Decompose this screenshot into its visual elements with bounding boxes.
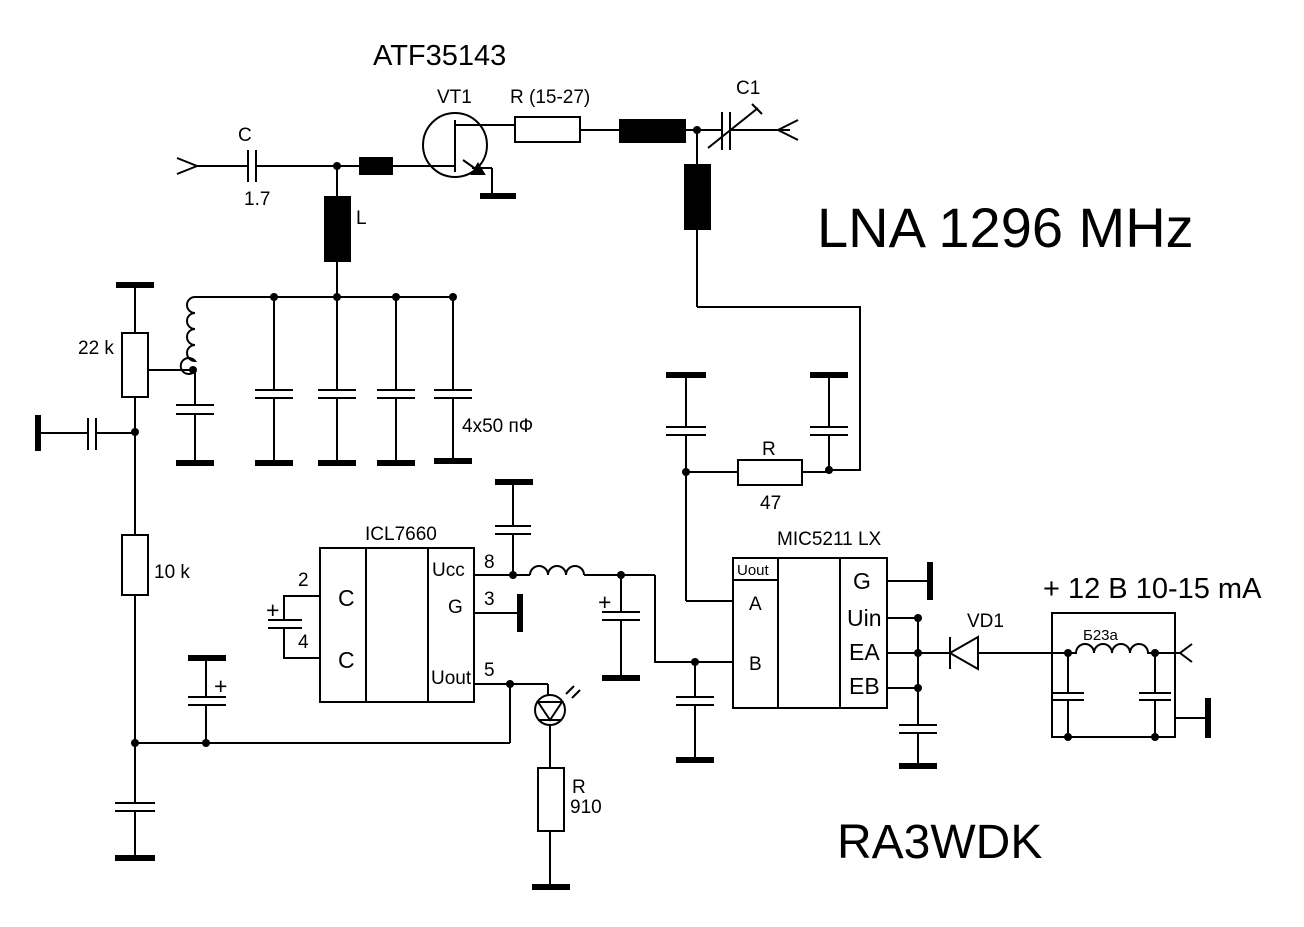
electrolytic-plus-a: +	[214, 673, 227, 699]
transistor-part-label: ATF35143	[373, 40, 506, 72]
mic5211-chip	[732, 557, 888, 709]
mic-pin-a: A	[749, 594, 762, 615]
icl-pin-num-2: 2	[298, 570, 309, 591]
c1-label: C1	[736, 78, 760, 99]
icl-pin-num-8: 8	[484, 552, 495, 573]
resistor-47-value: 47	[760, 493, 781, 514]
diode-vd1	[947, 635, 1068, 671]
icl-pin-num-5: 5	[484, 660, 495, 681]
input-capacitor	[247, 150, 360, 182]
supply-filter-box	[1051, 612, 1176, 738]
resistor-10k-label: 10 k	[154, 562, 190, 583]
bypass-cap-2	[318, 297, 356, 466]
transistor-vt1	[422, 112, 516, 199]
resistor-47	[737, 459, 803, 486]
transistor-ref-label: VT1	[437, 87, 472, 108]
supply-choke	[1068, 643, 1156, 654]
node-neg-line	[202, 739, 210, 747]
node-uin	[914, 614, 922, 622]
icl-pin-g: G	[448, 597, 463, 618]
inductor-l-label: L	[356, 208, 367, 229]
output-variable-capacitor-c1	[707, 103, 799, 150]
bypass-cap-4	[434, 297, 472, 464]
icl-pin-ucc: Ucc	[432, 560, 465, 581]
icl-pin-uout: Uout	[431, 668, 472, 689]
drain-resistor-label: R (15-27)	[510, 87, 590, 108]
pot-22k	[121, 332, 149, 398]
inductor-l	[324, 196, 351, 262]
icl7660-label: ICL7660	[365, 524, 437, 545]
mic-pin-ea: EA	[849, 639, 880, 665]
icl-pin-c1: C	[338, 585, 355, 611]
drain-stripline	[619, 119, 686, 143]
gate-stripline	[359, 157, 393, 175]
node-ea	[914, 649, 922, 657]
resistor-910	[537, 767, 565, 832]
resistor-910-ref: R	[572, 777, 586, 798]
author-label: RA3WDK	[837, 816, 1042, 869]
icl-pin-num-4: 4	[298, 632, 309, 653]
icl-pin-c2: C	[338, 647, 355, 673]
supply-label: + 12 В 10-15 mA	[1043, 573, 1262, 605]
vd1-label: VD1	[967, 611, 1004, 632]
bypass-cap-1	[255, 297, 293, 466]
node-eb	[914, 684, 922, 692]
pot-22k-label: 22 k	[78, 338, 114, 359]
mic-pin-uin: Uin	[847, 605, 882, 631]
title: LNA 1296 MHz	[817, 196, 1194, 259]
mic5211-label: MIC5211 LX	[777, 529, 882, 550]
choke-label: Б23а	[1083, 627, 1119, 644]
ucc-filter-choke	[529, 565, 585, 576]
mic-pin-b: B	[749, 654, 762, 675]
input-port	[176, 157, 248, 175]
bypass-cap-3	[377, 297, 415, 466]
drain-choke	[684, 164, 711, 230]
pump-cap-plus: +	[266, 597, 279, 623]
icl7660-chip	[319, 547, 475, 703]
bias-coil	[179, 296, 198, 375]
resistor-910-value: 910	[570, 797, 602, 818]
filter-cap-plus: +	[598, 589, 611, 615]
drain-resistor	[514, 116, 581, 143]
node-filter-gnd-b	[1151, 733, 1159, 741]
resistor-47-ref: R	[762, 439, 776, 460]
led-indicator	[534, 685, 581, 726]
mic-pin-uout: Uout	[737, 562, 770, 579]
input-cap-value: 1.7	[244, 189, 270, 210]
mic-pin-eb: EB	[849, 673, 880, 699]
input-cap-label: C	[238, 125, 252, 146]
resistor-10k	[121, 534, 149, 596]
icl-pin-num-3: 3	[484, 589, 495, 610]
mic-pin-g: G	[853, 568, 871, 594]
node-filter-gnd-a	[1064, 733, 1072, 741]
caps-label: 4x50 пФ	[462, 416, 533, 437]
